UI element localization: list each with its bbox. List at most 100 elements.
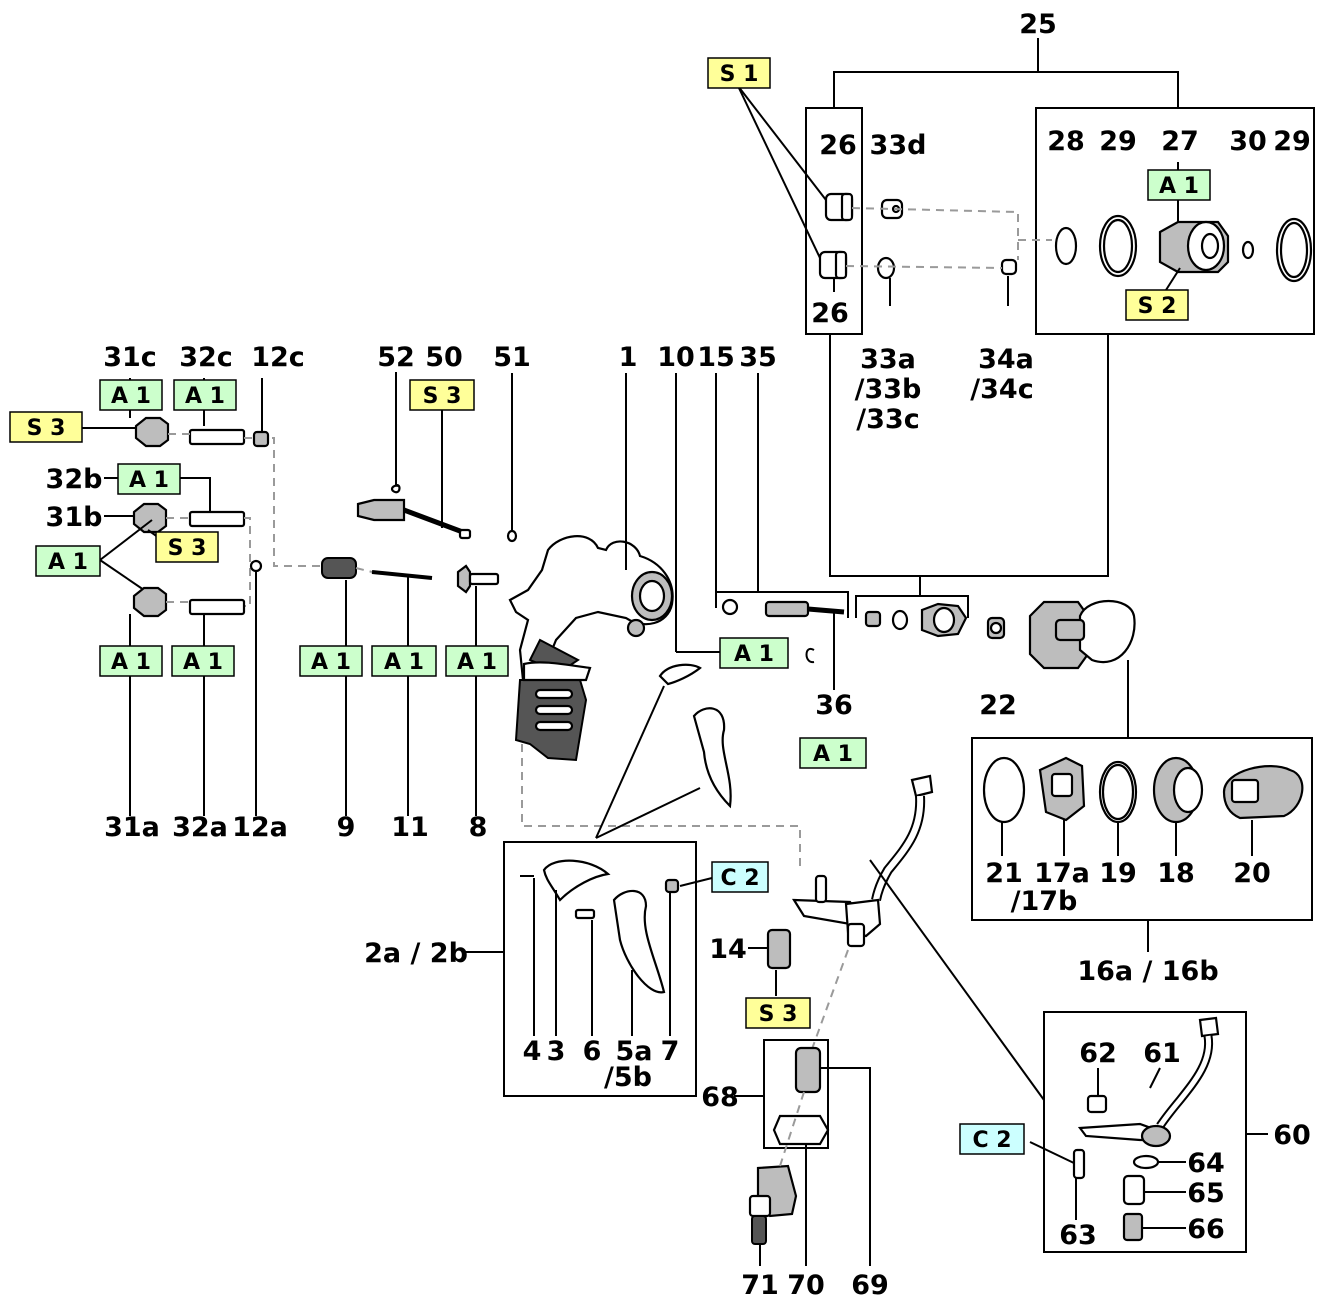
label-31c: 31c <box>103 342 157 373</box>
badge-c2-7: C 2 <box>711 861 769 893</box>
svg-text:S 2: S 2 <box>1138 294 1177 319</box>
label-52: 52 <box>377 342 415 373</box>
label-15: 15 <box>697 342 735 373</box>
badge-a1-9: A 1 <box>299 645 363 677</box>
label-17a: 17a <box>1034 858 1090 889</box>
label-63: 63 <box>1059 1220 1097 1251</box>
badge-a1-36: A 1 <box>799 737 867 769</box>
left-tip-group <box>82 378 500 816</box>
label-8: 8 <box>469 812 488 843</box>
svg-text:A 1: A 1 <box>111 650 151 675</box>
label-5b: /5b <box>604 1062 652 1093</box>
label-31a: 31a <box>104 812 160 843</box>
label-30: 30 <box>1229 126 1267 157</box>
badge-c2-63: C 2 <box>959 1123 1025 1155</box>
label-68: 68 <box>701 1082 739 1113</box>
label-22: 22 <box>979 690 1017 721</box>
badge-a1-32b: A 1 <box>117 463 181 495</box>
label-26-bottom: 26 <box>811 298 849 329</box>
label-33a: 33a <box>860 344 916 375</box>
svg-text:A 1: A 1 <box>183 650 223 675</box>
label-29-left: 29 <box>1099 126 1137 157</box>
label-6: 6 <box>583 1036 602 1067</box>
badge-a1-8: A 1 <box>445 645 509 677</box>
label-4: 4 <box>523 1036 542 1067</box>
svg-text:A 1: A 1 <box>48 550 88 575</box>
label-12c: 12c <box>251 342 305 373</box>
badge-s3-31c: S 3 <box>9 411 83 443</box>
label-12a: 12a <box>232 812 288 843</box>
svg-text:A 1: A 1 <box>813 742 853 767</box>
label-16: 16a / 16b <box>1077 956 1218 987</box>
label-10: 10 <box>657 342 695 373</box>
label-25: 25 <box>1019 9 1057 40</box>
label-26-top: 26 <box>819 130 857 161</box>
label-11: 11 <box>391 812 429 843</box>
label-32c: 32c <box>179 342 233 373</box>
label-1: 1 <box>619 342 638 373</box>
kit-2-group <box>466 841 713 1097</box>
svg-text:C 2: C 2 <box>720 866 759 891</box>
badge-a1-10: A 1 <box>719 637 789 669</box>
label-9: 9 <box>337 812 356 843</box>
label-36: 36 <box>815 690 853 721</box>
kit-16-group <box>971 737 1313 952</box>
badges: S 1 A 1 S 2 A 1 A 1 S 3 S 3 A 1 S 3 A 1 … <box>9 57 1211 1155</box>
badge-a1-32a: A 1 <box>171 645 235 677</box>
gun-body-group <box>356 372 1136 870</box>
label-33d: 33d <box>870 130 927 161</box>
badge-s3-50: S 3 <box>409 379 475 411</box>
badge-a1-31a: A 1 <box>99 645 163 677</box>
svg-text:C 2: C 2 <box>972 1128 1011 1153</box>
badge-s3-14: S 3 <box>745 997 811 1029</box>
part-labels: 25 26 26 33d 28 29 27 30 29 33a /33b /33… <box>46 9 1311 1301</box>
label-71: 71 <box>741 1270 779 1301</box>
label-18: 18 <box>1157 858 1195 889</box>
label-2: 2a / 2b <box>364 938 468 969</box>
label-34c: /34c <box>970 374 1033 405</box>
svg-text:A 1: A 1 <box>1159 174 1199 199</box>
label-62: 62 <box>1079 1038 1117 1069</box>
label-21: 21 <box>985 858 1023 889</box>
label-33b: /33b <box>855 374 922 405</box>
svg-text:A 1: A 1 <box>129 468 169 493</box>
badge-a1-32c: A 1 <box>173 379 237 411</box>
badge-s2: S 2 <box>1125 289 1189 321</box>
kit-68-group <box>734 1039 871 1266</box>
badge-s1: S 1 <box>707 57 771 89</box>
svg-text:A 1: A 1 <box>311 650 351 675</box>
svg-text:A 1: A 1 <box>457 650 497 675</box>
svg-text:S 3: S 3 <box>423 384 462 409</box>
label-64: 64 <box>1187 1148 1225 1179</box>
svg-text:S 3: S 3 <box>168 536 207 561</box>
label-70: 70 <box>787 1270 825 1301</box>
label-33c: /33c <box>856 404 919 435</box>
kit-25-group <box>737 38 1315 596</box>
label-61: 61 <box>1143 1038 1181 1069</box>
svg-text:S 3: S 3 <box>27 416 66 441</box>
svg-text:A 1: A 1 <box>734 642 774 667</box>
label-69: 69 <box>851 1270 889 1301</box>
label-65: 65 <box>1187 1178 1225 1209</box>
label-29-right: 29 <box>1273 126 1311 157</box>
label-17b: /17b <box>1011 886 1078 917</box>
hose-group <box>748 774 1045 1101</box>
label-14: 14 <box>709 934 747 965</box>
label-19: 19 <box>1099 858 1137 889</box>
label-5a: 5a <box>615 1036 652 1067</box>
label-28: 28 <box>1047 126 1085 157</box>
label-35: 35 <box>739 342 777 373</box>
label-32b: 32b <box>46 464 103 495</box>
svg-text:S 1: S 1 <box>720 62 759 87</box>
svg-text:A 1: A 1 <box>384 650 424 675</box>
label-3: 3 <box>547 1036 566 1067</box>
label-32a: 32a <box>172 812 228 843</box>
label-50: 50 <box>425 342 463 373</box>
badge-a1-31c: A 1 <box>99 379 163 411</box>
svg-text:A 1: A 1 <box>111 384 151 409</box>
label-51: 51 <box>493 342 531 373</box>
svg-text:S 3: S 3 <box>759 1002 798 1027</box>
kit-60-group <box>1029 1011 1268 1253</box>
badge-s3-31b: S 3 <box>155 531 219 563</box>
